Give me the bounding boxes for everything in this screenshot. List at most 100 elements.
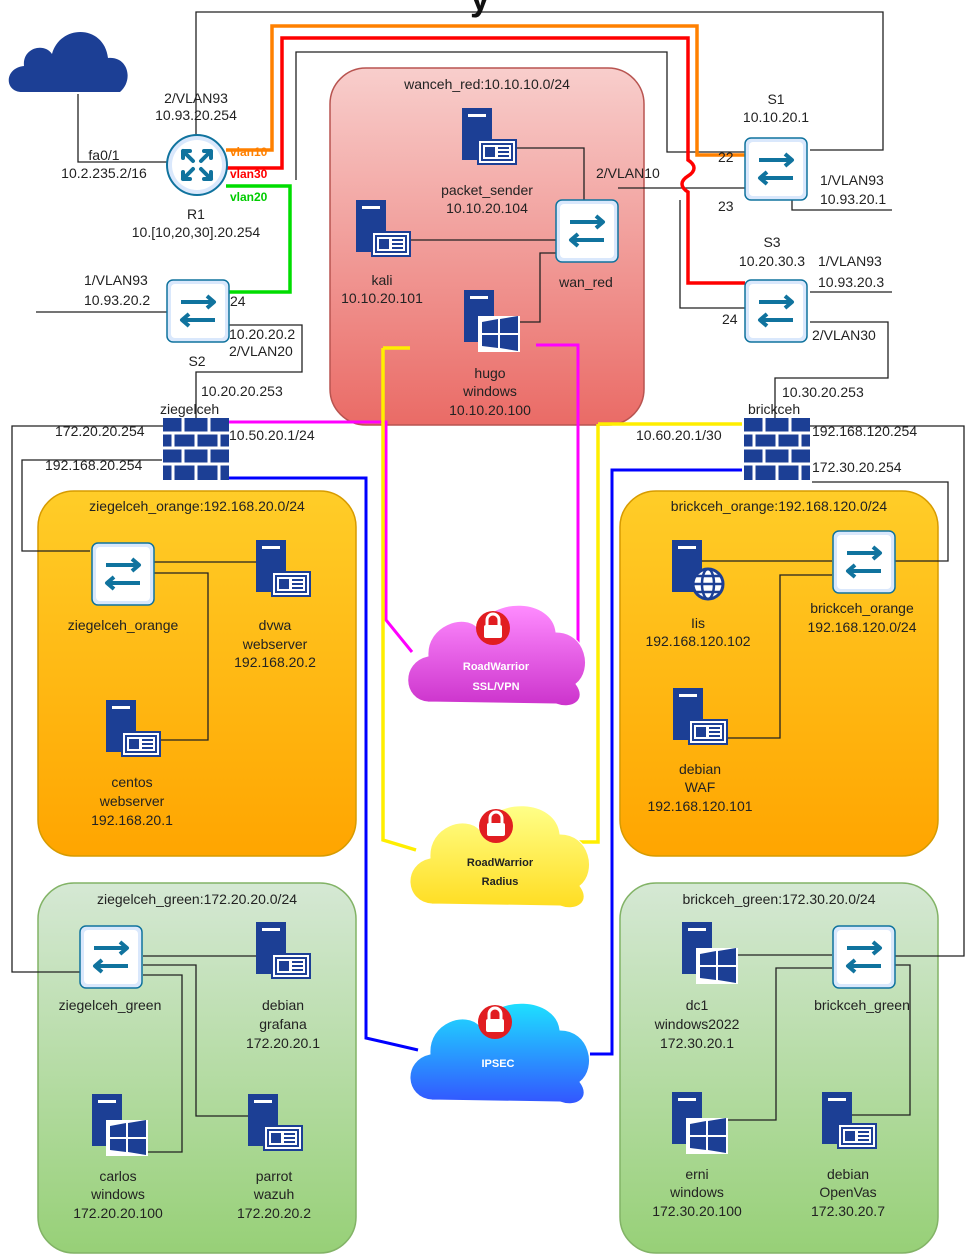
ziegel-green-ip: 172.20.20.254 (55, 423, 145, 439)
cloud-radius[interactable]: RoadWarrior Radius (409, 805, 590, 909)
kali-name: kali (371, 272, 392, 288)
s2-port24: 24 (230, 293, 246, 309)
brick-orange-switch-net: 192.168.120.0/24 (808, 619, 917, 635)
router-r1[interactable] (166, 134, 228, 196)
waf-ip: 192.168.120.101 (647, 798, 752, 814)
kali-ip: 10.10.20.101 (341, 290, 423, 306)
erni-name: erni (685, 1166, 708, 1182)
dc1-ip: 172.30.20.1 (660, 1035, 734, 1051)
wazuh-name: parrot (256, 1168, 293, 1184)
cloud-sslvpn[interactable]: RoadWarrior SSL/VPN (407, 604, 586, 707)
lock-icon (476, 1003, 514, 1041)
wan-red-zone (329, 67, 645, 426)
dc1-name: dc1 (686, 997, 709, 1013)
lock-icon (474, 609, 512, 647)
switch-s3[interactable] (743, 278, 809, 344)
switch-brick-green[interactable] (831, 924, 897, 990)
cloud-radius-line1: RoadWarrior (467, 857, 534, 869)
vpn-lines (228, 343, 742, 1056)
s1-port22: 22 (718, 149, 734, 165)
s3-vlan30: 2/VLAN30 (812, 327, 876, 343)
s1-ip: 10.10.20.1 (743, 109, 809, 125)
s2-vlan93-ip: 10.93.20.2 (84, 292, 150, 308)
r1-top-line1: 2/VLAN93 (164, 90, 228, 106)
packet-sender-ip: 10.10.20.104 (446, 200, 528, 216)
switch-brick-orange[interactable] (831, 529, 897, 595)
carlos-os: windows (90, 1186, 145, 1202)
firewall-brickceh[interactable] (742, 416, 812, 482)
wazuh-ip: 172.20.20.2 (237, 1205, 311, 1221)
vlan20-label: vlan20 (230, 190, 268, 204)
brick-orange-ip: 192.168.120.254 (812, 423, 917, 439)
erni-os: windows (669, 1184, 724, 1200)
s3-vlan93-ip: 10.93.20.3 (818, 274, 884, 290)
ziegel-red-ip: 10.50.20.1/24 (229, 427, 315, 443)
s1-vlan10: 2/VLAN10 (596, 165, 660, 181)
hugo-os: windows (462, 383, 517, 399)
cloud-sslvpn-line2: SSL/VPN (472, 681, 519, 693)
firewall-ziegelceh[interactable] (161, 416, 231, 482)
title-fragment: y (470, 0, 490, 18)
lock-icon (477, 807, 515, 845)
openvas-role: OpenVas (819, 1184, 876, 1200)
r1-name: R1 (187, 206, 205, 222)
zone-title-brick-green: brickceh_green:172.30.20.0/24 (682, 891, 875, 907)
labels: y wanceh_red:10.10.10.0/24 ziegelceh_ora… (45, 0, 917, 1221)
r1-ip: 10.[10,20,30].20.254 (132, 224, 261, 240)
cloud-sslvpn-line1: RoadWarrior (463, 661, 530, 673)
s3-name: S3 (763, 234, 780, 250)
waf-name: debian (679, 761, 721, 777)
centos-role: webserver (99, 793, 165, 809)
ziegel-name: ziegelceh (160, 401, 219, 417)
brick-orange-switch-name: brickceh_orange (810, 600, 914, 616)
waf-role: WAF (685, 779, 716, 795)
switch-ziegel-orange[interactable] (90, 541, 156, 607)
grafana-name: debian (262, 997, 304, 1013)
grafana-role: grafana (259, 1016, 307, 1032)
zone-title-brick-orange: brickceh_orange:192.168.120.0/24 (671, 498, 888, 514)
brick-name: brickceh (748, 401, 800, 417)
ziegel-orange-zone (37, 490, 357, 857)
ziegel-green-switch-name: ziegelceh_green (59, 997, 162, 1013)
cloud-ipsec-label: IPSEC (481, 1058, 514, 1070)
centos-name: centos (111, 774, 152, 790)
ziegel-up-ip: 10.20.20.253 (201, 383, 283, 399)
s2-vlan93-port: 1/VLAN93 (84, 272, 148, 288)
switch-s2[interactable] (165, 278, 231, 344)
s1-vlan93-port: 1/VLAN93 (820, 172, 884, 188)
openvas-name: debian (827, 1166, 869, 1182)
hugo-name: hugo (474, 365, 505, 381)
brick-green-switch-name: brickceh_green (814, 997, 910, 1013)
brick-up-ip: 10.30.20.253 (782, 384, 864, 400)
erni-ip: 172.30.20.100 (652, 1203, 742, 1219)
s1-vlan93-ip: 10.93.20.1 (820, 191, 886, 207)
s1-port23: 23 (718, 198, 734, 214)
switch-ziegel-green[interactable] (78, 924, 144, 990)
switch-wan-red[interactable] (554, 198, 620, 264)
r1-top-line2: 10.93.20.254 (155, 107, 237, 123)
internet-cloud-icon (8, 31, 128, 92)
vlan30-label: vlan30 (230, 167, 268, 181)
zone-title-ziegel-orange: ziegelceh_orange:192.168.20.0/24 (89, 498, 305, 514)
dvwa-role: webserver (242, 636, 308, 652)
vlan-lines (226, 24, 745, 294)
switch-s1[interactable] (743, 136, 809, 202)
dvwa-ip: 192.168.20.2 (234, 654, 316, 670)
iis-name: Iis (691, 615, 705, 631)
s3-vlan93-port: 1/VLAN93 (818, 253, 882, 269)
wazuh-role: wazuh (253, 1186, 294, 1202)
cloud-ipsec[interactable]: IPSEC (409, 1002, 590, 1105)
centos-ip: 192.168.20.1 (91, 812, 173, 828)
dc1-os: windows2022 (654, 1016, 740, 1032)
carlos-ip: 172.20.20.100 (73, 1205, 163, 1221)
brick-red-ip: 10.60.20.1/30 (636, 427, 722, 443)
dvwa-name: dvwa (259, 617, 292, 633)
openvas-ip: 172.30.20.7 (811, 1203, 885, 1219)
s2-vlan20-ip: 10.20.20.2 (229, 326, 295, 342)
r1-left-line1: fa0/1 (88, 147, 119, 163)
packet-sender-name: packet_sender (441, 182, 533, 198)
r1-left-line2: 10.2.235.2/16 (61, 165, 147, 181)
carlos-name: carlos (99, 1168, 136, 1184)
s2-name: S2 (188, 353, 205, 369)
zone-title-wan-red: wanceh_red:10.10.10.0/24 (403, 76, 570, 92)
